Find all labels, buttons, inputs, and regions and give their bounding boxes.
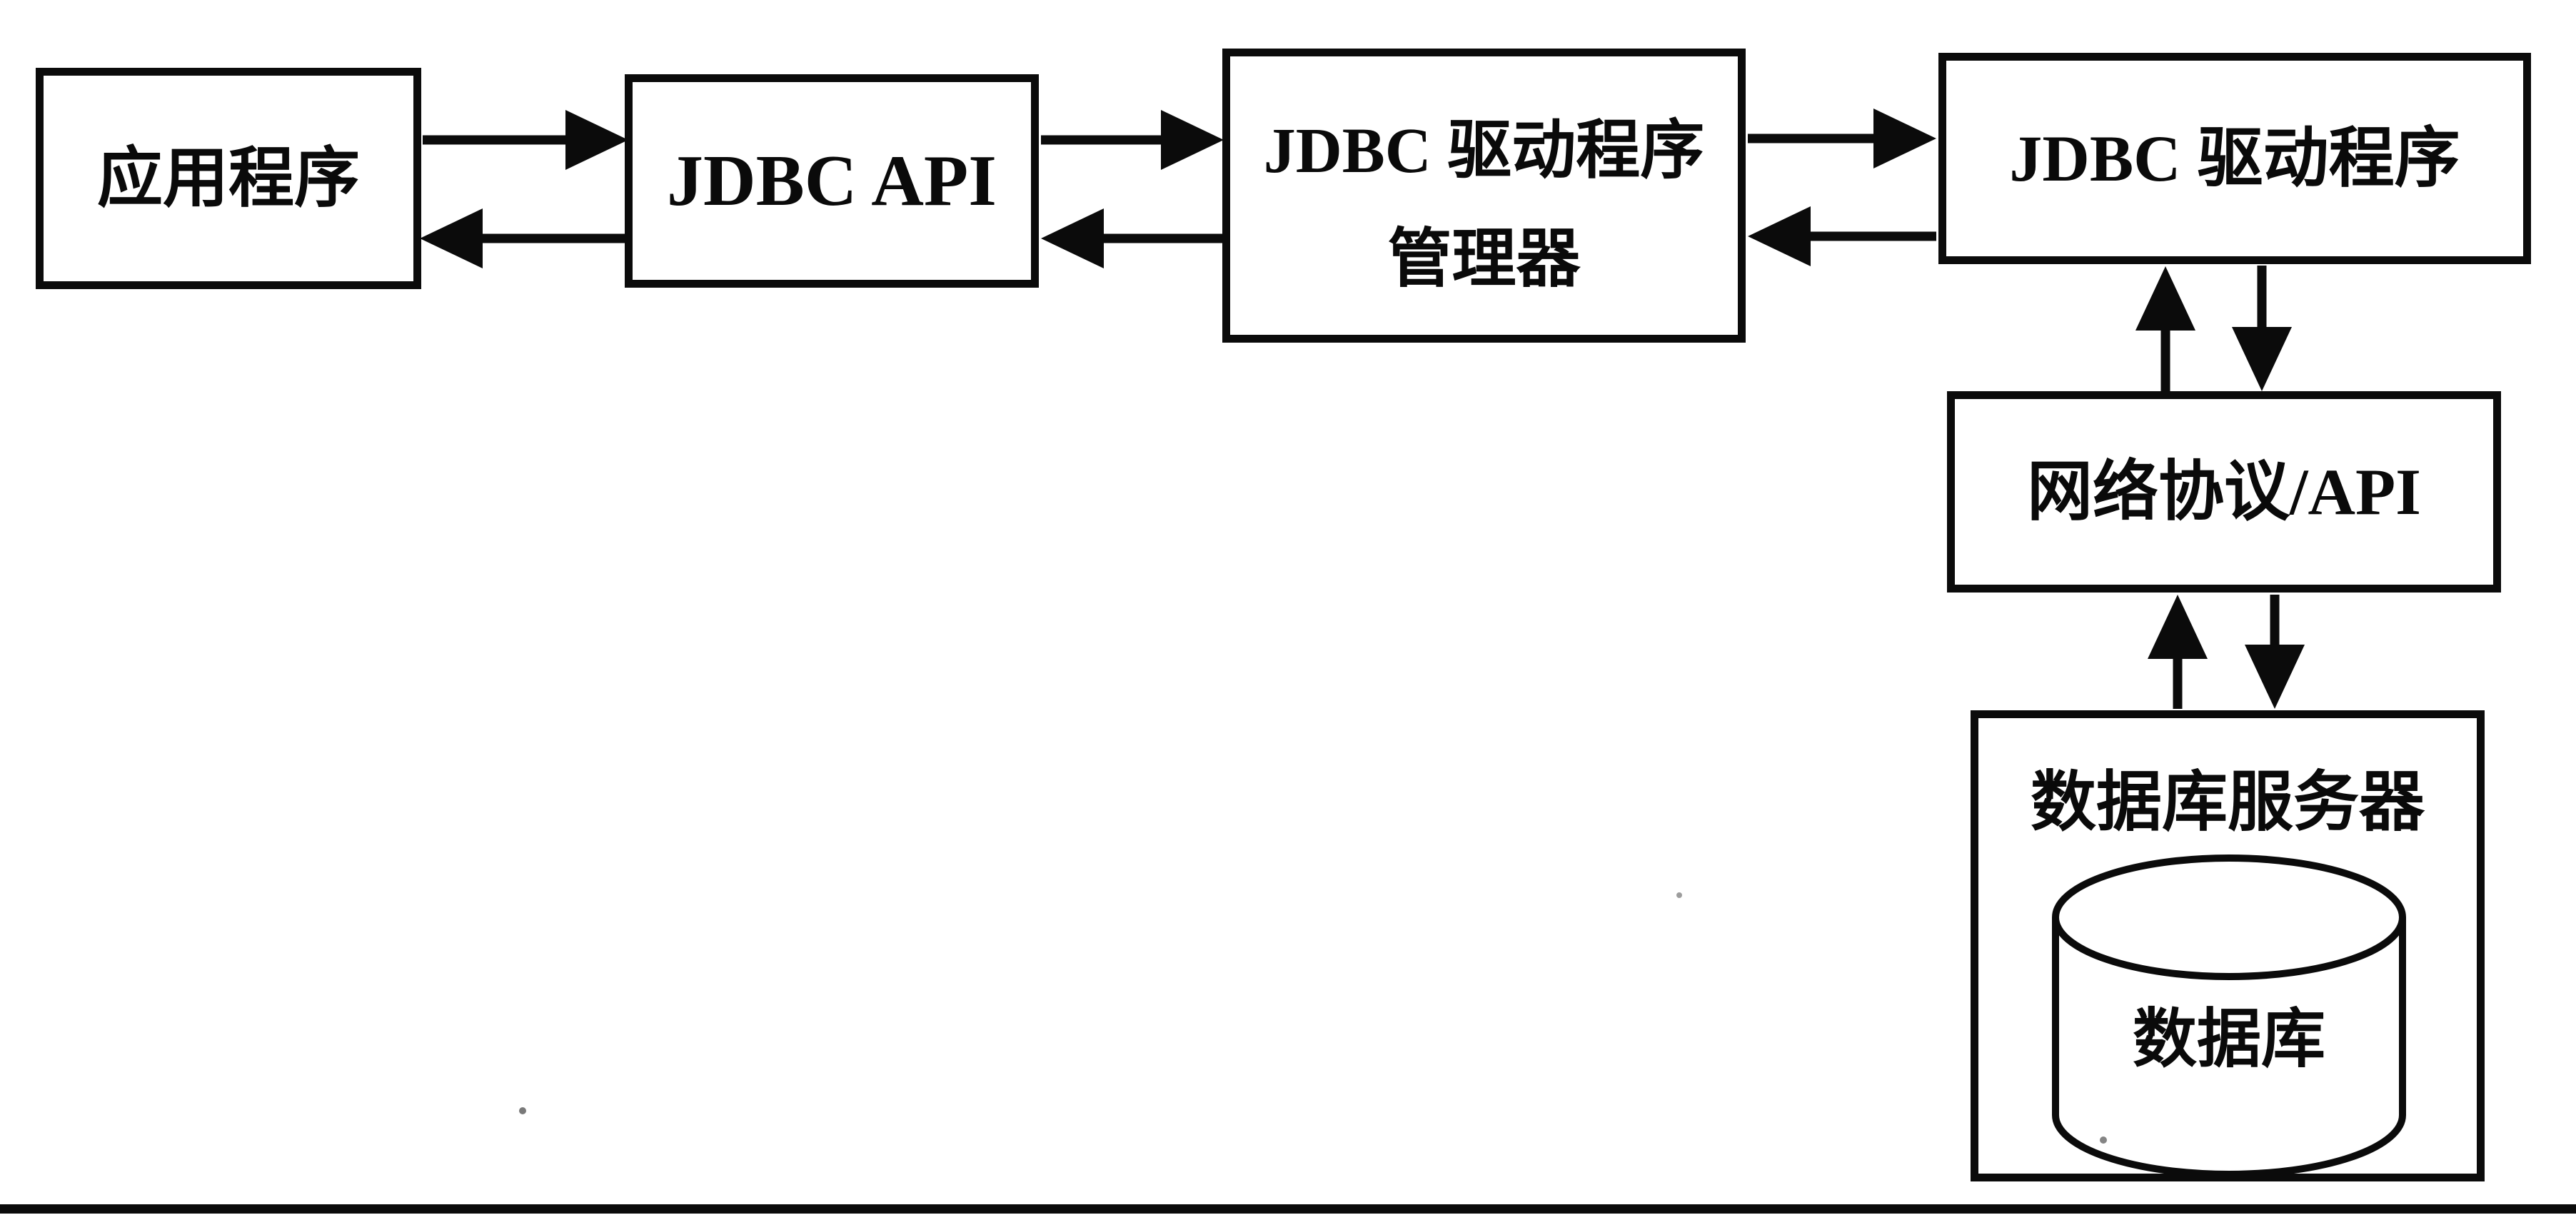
arrow-jdbc-driver-to-driver-manager bbox=[1748, 206, 1936, 266]
node-database-server: 数据库服务器 bbox=[1971, 710, 2485, 1181]
node-network-protocol: 网络协议/API bbox=[1947, 391, 2501, 593]
node-jdbc-driver-label: JDBC 驱动程序 bbox=[2009, 122, 2460, 195]
scan-speck bbox=[519, 1107, 526, 1114]
node-jdbc-driver-manager-label-line2: 管理器 bbox=[1387, 224, 1581, 295]
arrow-jdbc-api-to-application bbox=[420, 208, 627, 268]
arrow-network-protocol-to-jdbc-driver bbox=[2135, 266, 2195, 391]
node-jdbc-api-label: JDBC API bbox=[667, 140, 997, 221]
node-database-server-label: 数据库服务器 bbox=[2030, 766, 2425, 839]
database-cylinder-icon bbox=[2052, 854, 2406, 1178]
node-jdbc-driver: JDBC 驱动程序 bbox=[1938, 53, 2531, 264]
database-label: 数据库 bbox=[2133, 1004, 2325, 1075]
arrow-application-to-jdbc-api bbox=[423, 110, 628, 170]
node-network-protocol-label: 网络协议/API bbox=[2026, 455, 2421, 528]
arrow-network-protocol-to-database-server bbox=[2245, 595, 2305, 709]
node-application: 应用程序 bbox=[36, 68, 421, 289]
arrow-database-server-to-network-protocol bbox=[2148, 595, 2208, 709]
scan-speck bbox=[2100, 1136, 2107, 1144]
arrow-driver-manager-to-jdbc-driver bbox=[1748, 109, 1936, 168]
arrow-jdbc-api-to-driver-manager bbox=[1041, 110, 1224, 170]
node-jdbc-driver-manager-label-line1: JDBC 驱动程序 bbox=[1263, 116, 1705, 186]
arrow-jdbc-driver-to-network-protocol bbox=[2232, 266, 2292, 391]
node-jdbc-api: JDBC API bbox=[625, 74, 1039, 288]
node-application-label: 应用程序 bbox=[96, 142, 360, 215]
scan-speck bbox=[1676, 892, 1682, 898]
arrow-driver-manager-to-jdbc-api bbox=[1041, 208, 1224, 268]
bottom-border-line bbox=[0, 1204, 2576, 1214]
node-jdbc-driver-manager: JDBC 驱动程序 管理器 bbox=[1222, 49, 1746, 343]
